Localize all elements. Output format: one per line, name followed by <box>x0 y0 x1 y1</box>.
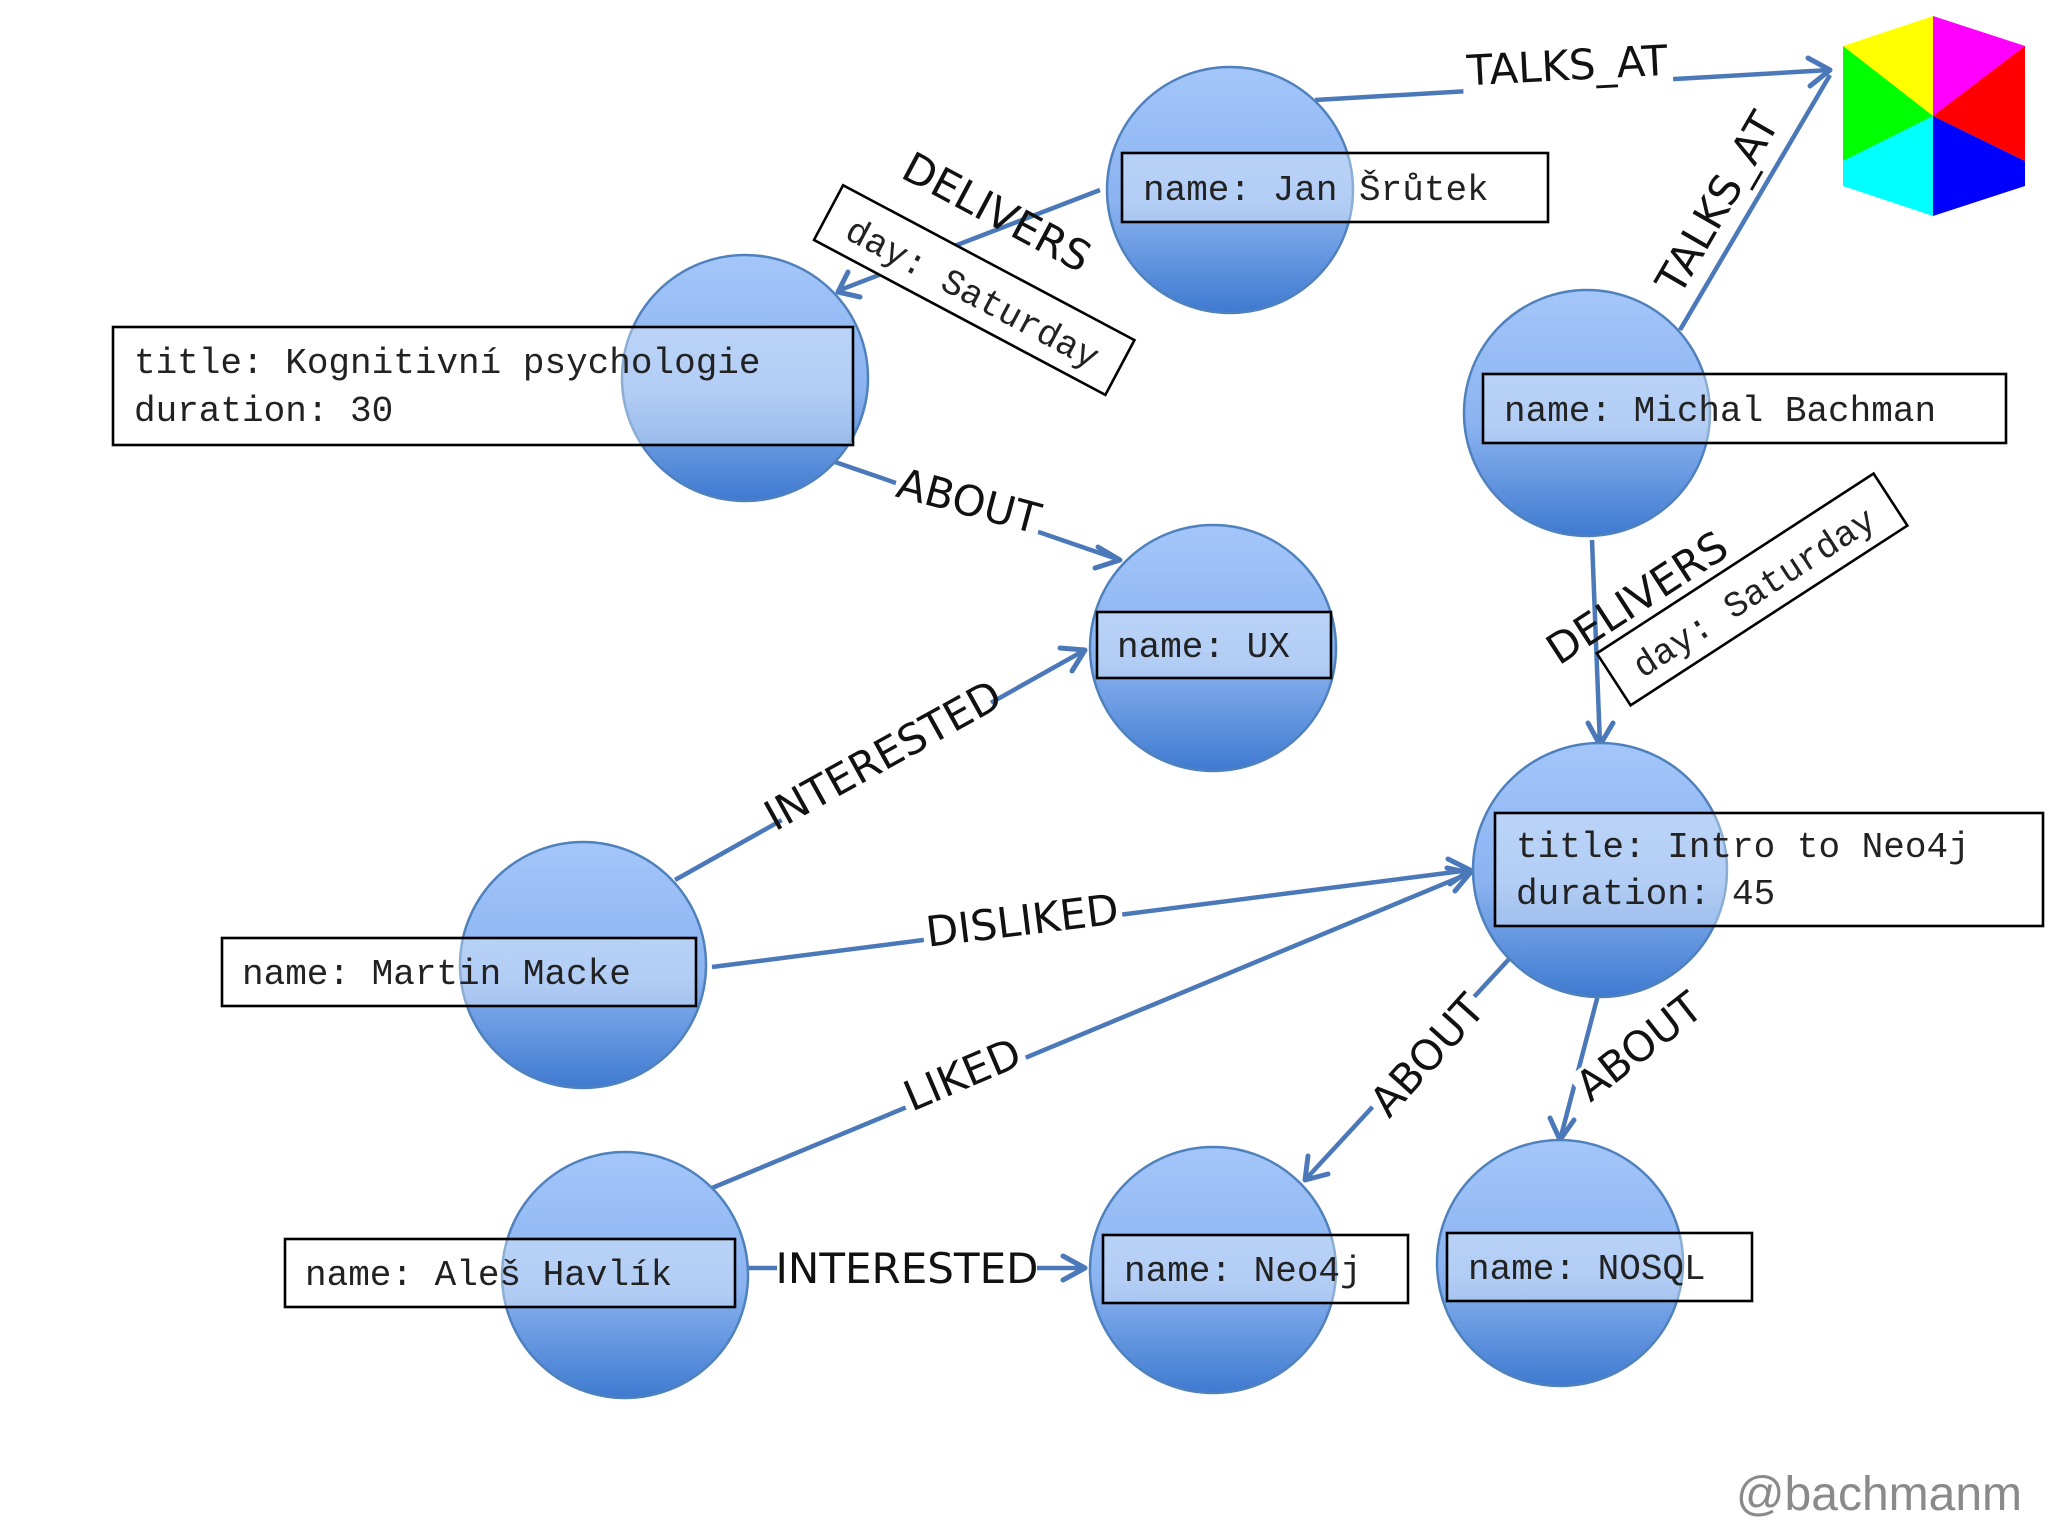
node-nosql[interactable]: name: NOSQL <box>1435 1138 1754 1388</box>
svg-text:name: Martin Macke: name: Martin Macke <box>242 954 631 995</box>
arrowheads <box>835 55 1833 1283</box>
edge-label-intro-about-neo4j: ABOUT <box>1360 984 1499 1131</box>
arrowhead-jan-talks-at <box>1805 55 1833 89</box>
svg-text:ABOUT: ABOUT <box>1360 984 1495 1126</box>
edge-label-michal-talks-at: TALKS_AT <box>1646 102 1795 308</box>
node-jan[interactable]: name: Jan Šrůtek <box>1105 65 1550 315</box>
svg-text:TALKS_AT: TALKS_AT <box>1465 36 1669 96</box>
svg-text:title: Intro to Neo4j: title: Intro to Neo4j <box>1516 827 1970 868</box>
edge-intro-about-nosql <box>1557 994 1601 1141</box>
node-ux[interactable]: name: UX <box>1088 523 1338 773</box>
edge-label-kognitivni-about: ABOUT <box>888 458 1047 548</box>
arrowhead-kognitivni-about <box>1092 544 1123 571</box>
node-kognitivni[interactable]: title: Kognitivní psychologie duration: … <box>111 253 870 503</box>
svg-text:ABOUT: ABOUT <box>892 458 1046 543</box>
svg-text:name: NOSQL: name: NOSQL <box>1468 1249 1706 1290</box>
edge-label-martin-disliked: DISLIKED <box>920 884 1125 962</box>
node-michal[interactable]: name: Michal Bachman <box>1462 288 2008 538</box>
svg-text:duration: 45: duration: 45 <box>1516 874 1775 915</box>
svg-text:TALKS_AT: TALKS_AT <box>1646 103 1790 303</box>
svg-text:duration: 30: duration: 30 <box>134 391 393 432</box>
svg-text:ABOUT: ABOUT <box>1566 982 1712 1111</box>
svg-text:name: Neo4j: name: Neo4j <box>1124 1251 1362 1292</box>
svg-text:name: Michal Bachman: name: Michal Bachman <box>1504 391 1936 432</box>
edge-label-ales-interested: INTERESTED <box>776 1244 1039 1297</box>
node-martin[interactable]: name: Martin Macke <box>220 840 708 1090</box>
rgb-cube-logo-icon <box>1843 16 2025 216</box>
arrowhead-martin-interested <box>1057 645 1088 674</box>
node-neo4j[interactable]: name: Neo4j <box>1088 1145 1410 1395</box>
arrowhead-about-neo4j <box>1302 1153 1331 1183</box>
edge-ales-liked <box>711 870 1471 1191</box>
svg-text:LIKED: LIKED <box>897 1028 1029 1121</box>
node-ales[interactable]: name: Aleš Havlík <box>283 1150 750 1400</box>
edge-label-ales-liked: LIKED <box>894 1028 1034 1127</box>
arrowhead-ales-interested <box>1060 1253 1088 1283</box>
arrowhead-liked <box>1444 865 1473 894</box>
svg-text:INTERESTED: INTERESTED <box>756 670 1010 840</box>
node-intro[interactable]: title: Intro to Neo4j duration: 45 <box>1471 741 2045 999</box>
edge-label-intro-about-nosql: ABOUT <box>1566 982 1716 1116</box>
watermark: @bachmanm <box>1736 1468 2022 1521</box>
arrowhead-jan-delivers <box>835 269 863 300</box>
edge-michal-delivers <box>1589 539 1603 746</box>
arrowhead-disliked <box>1445 856 1473 887</box>
svg-text:INTERESTED: INTERESTED <box>776 1244 1039 1293</box>
svg-text:name: UX: name: UX <box>1117 627 1290 668</box>
svg-text:title: Kognitivní psychologie: title: Kognitivní psychologie <box>134 343 761 384</box>
svg-text:name: Aleš Havlík: name: Aleš Havlík <box>305 1255 672 1296</box>
edge-label-martin-interested: INTERESTED <box>756 670 1010 840</box>
svg-text:name: Jan Šrůtek: name: Jan Šrůtek <box>1143 168 1489 211</box>
edge-label-jan-talks-at: TALKS_AT <box>1461 36 1674 100</box>
edge-michal-talks-at <box>1678 73 1832 332</box>
